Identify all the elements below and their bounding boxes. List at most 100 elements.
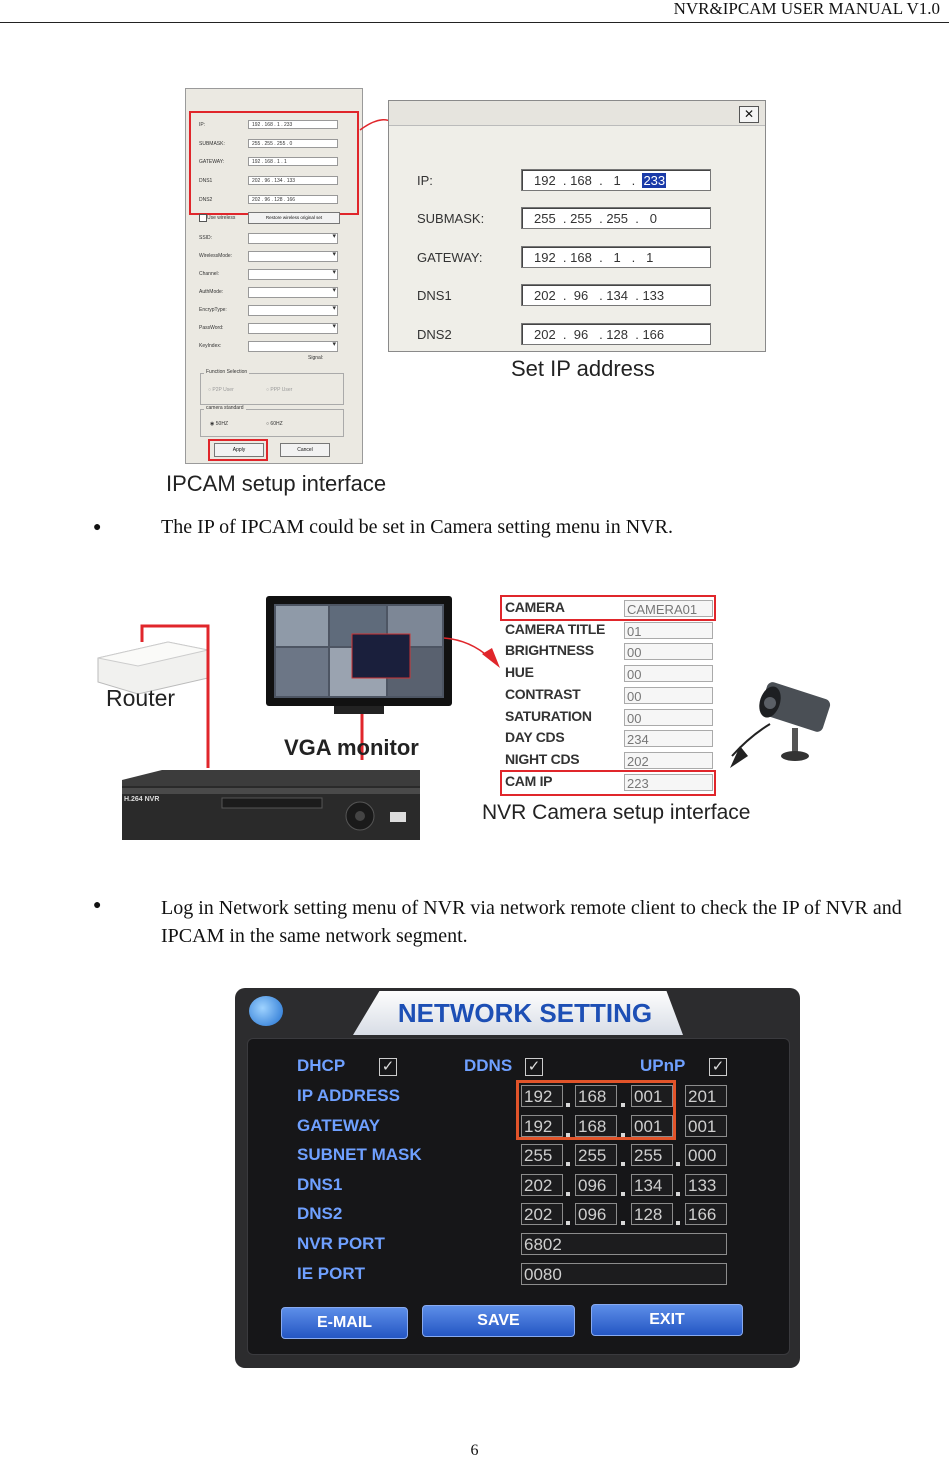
close-button[interactable]: ✕ [739,106,759,123]
upnp-checkbox[interactable]: ✓ [709,1058,727,1076]
octet: 168 [570,173,592,188]
row-key: CAMERA [505,599,565,615]
ip-octet-2[interactable]: 168 [575,1085,617,1107]
octet: 1 [613,173,621,188]
dns2-label: DNS2 [297,1204,343,1223]
mask-octet-2[interactable]: 255 [575,1144,617,1166]
octet: 202 [534,327,556,342]
dns1-octet-1[interactable]: 202 [521,1174,563,1196]
small-submask-field[interactable]: 255 . 255 . 255 . 0 [248,139,338,148]
big-gateway-field[interactable]: 192 . 168 . 1 . 1 [521,246,711,268]
big-ip-field[interactable]: 192 . 168 . 1 . 233 [521,169,711,191]
ssid-dropdown[interactable] [248,232,338,244]
dot-separator [566,1133,570,1137]
use-wireless-checkbox[interactable] [199,214,207,222]
function-selection-group [200,373,344,405]
small-ip-field[interactable]: 192 . 168 . 1 . 233 [248,120,338,129]
row-value[interactable]: 00 [624,709,713,726]
gateway-octet-1[interactable]: 192 [521,1115,563,1137]
dot-separator [621,1103,625,1107]
ie-port-field[interactable]: 0080 [521,1263,727,1285]
auth-mode-dropdown[interactable] [248,286,338,298]
apply-button[interactable]: Apply [214,443,264,457]
row-key: DAY CDS [505,729,565,745]
dns1-label: DNS1 [297,1175,343,1194]
dns2-octet-2[interactable]: 096 [575,1203,617,1225]
bullet-text: The IP of IPCAM could be set in Camera s… [161,516,673,538]
dns1-octet-2[interactable]: 096 [575,1174,617,1196]
dns2-octet-4[interactable]: 166 [685,1203,727,1225]
set-ip-caption: Set IP address [511,356,655,381]
60hz-label: 60HZ [270,421,283,427]
camera-title-row: CAMERA TITLE 01 [500,620,716,641]
small-ip-label: IP: [199,122,206,128]
dns2-octet-3[interactable]: 128 [631,1203,673,1225]
gateway-octet-2[interactable]: 168 [575,1115,617,1137]
encryp-type-dropdown[interactable] [248,304,338,316]
mask-octet-3[interactable]: 255 [631,1144,673,1166]
big-dns1-field[interactable]: 202 . 96 . 134 . 133 [521,284,711,306]
row-value[interactable]: 00 [624,665,713,682]
set-ip-window: ✕ IP: 192 . 168 . 1 . 233 SUBMASK: 255 .… [388,100,766,352]
signal-label: Signal: [308,355,324,361]
p2p-user-radio[interactable]: ○ P2P User [208,387,234,393]
dns1-octet-3[interactable]: 134 [631,1174,673,1196]
save-button[interactable]: SAVE [422,1305,575,1337]
small-dns1-field[interactable]: 202 . 96 . 134 . 133 [248,176,338,185]
encryp-type-label: EncrypType: [199,307,227,313]
header-title: NVR&IPCAM USER MANUAL V1.0 [673,0,940,18]
dns1-octet-4[interactable]: 133 [685,1174,727,1196]
dns2-octet-1[interactable]: 202 [521,1203,563,1225]
big-submask-field[interactable]: 255 . 255 . 255 . 0 [521,207,711,229]
key-index-label: KeyIndex: [199,343,222,349]
email-button[interactable]: E-MAIL [281,1307,408,1339]
cancel-button[interactable]: Cancel [280,443,330,457]
dhcp-label: DHCP [297,1056,346,1075]
password-field[interactable] [248,322,338,334]
key-index-dropdown[interactable] [248,340,338,352]
nvr-port-field[interactable]: 6802 [521,1233,727,1255]
channel-dropdown[interactable] [248,268,338,280]
row-value[interactable]: 234 [624,730,713,747]
mask-octet-1[interactable]: 255 [521,1144,563,1166]
ppp-user-radio[interactable]: ○ PPP User [266,387,293,393]
ip-octet-1[interactable]: 192 [521,1085,563,1107]
60hz-radio[interactable]: ○ 60HZ [266,421,283,427]
camera-standard-group [200,409,344,437]
nvr-brand-label: H.264 NVR [124,796,160,803]
dhcp-checkbox[interactable]: ✓ [379,1058,397,1076]
50hz-label: 50HZ [215,421,228,427]
row-value[interactable]: 00 [624,643,713,660]
exit-button[interactable]: EXIT [591,1304,743,1336]
camera-row-highlight [500,595,716,621]
octet: 255 [534,211,556,226]
row-value[interactable]: CAMERA01 [624,600,713,617]
small-dns2-field[interactable]: 202 . 96 . 128 . 166 [248,195,338,204]
gateway-octet-4[interactable]: 001 [685,1115,727,1137]
octet: 96 [573,327,589,342]
gateway-octet-3[interactable]: 001 [631,1115,673,1137]
bullet-item: ● Log in Network setting menu of NVR via… [0,894,949,954]
camera-row: CAMERA CAMERA01 [500,598,716,619]
big-dns2-field[interactable]: 202 . 96 . 128 . 166 [521,323,711,345]
restore-wireless-button[interactable]: Restore wireless original set [248,212,340,224]
50hz-radio[interactable]: ◉ 50HZ [210,421,228,427]
row-value[interactable]: 202 [624,752,713,769]
big-ip-label: IP: [417,173,433,188]
ip-octet-4[interactable]: 201 [685,1085,727,1107]
small-gateway-field[interactable]: 192 . 168 . 1 . 1 [248,157,338,166]
contrast-row: CONTRAST 00 [500,685,716,706]
row-value[interactable]: 223 [624,774,713,791]
row-key: CAMERA TITLE [505,621,606,637]
ip-octet-3[interactable]: 001 [631,1085,673,1107]
mask-octet-4[interactable]: 000 [685,1144,727,1166]
row-key: BRIGHTNESS [505,642,594,658]
row-value[interactable]: 01 [624,622,713,639]
dot-separator [621,1192,625,1196]
wireless-mode-dropdown[interactable] [248,250,338,262]
row-value[interactable]: 00 [624,687,713,704]
ddns-checkbox[interactable]: ✓ [525,1058,543,1076]
small-dns2-label: DNS2 [199,197,213,203]
monitor-arrow [443,637,500,668]
dot-separator [621,1133,625,1137]
